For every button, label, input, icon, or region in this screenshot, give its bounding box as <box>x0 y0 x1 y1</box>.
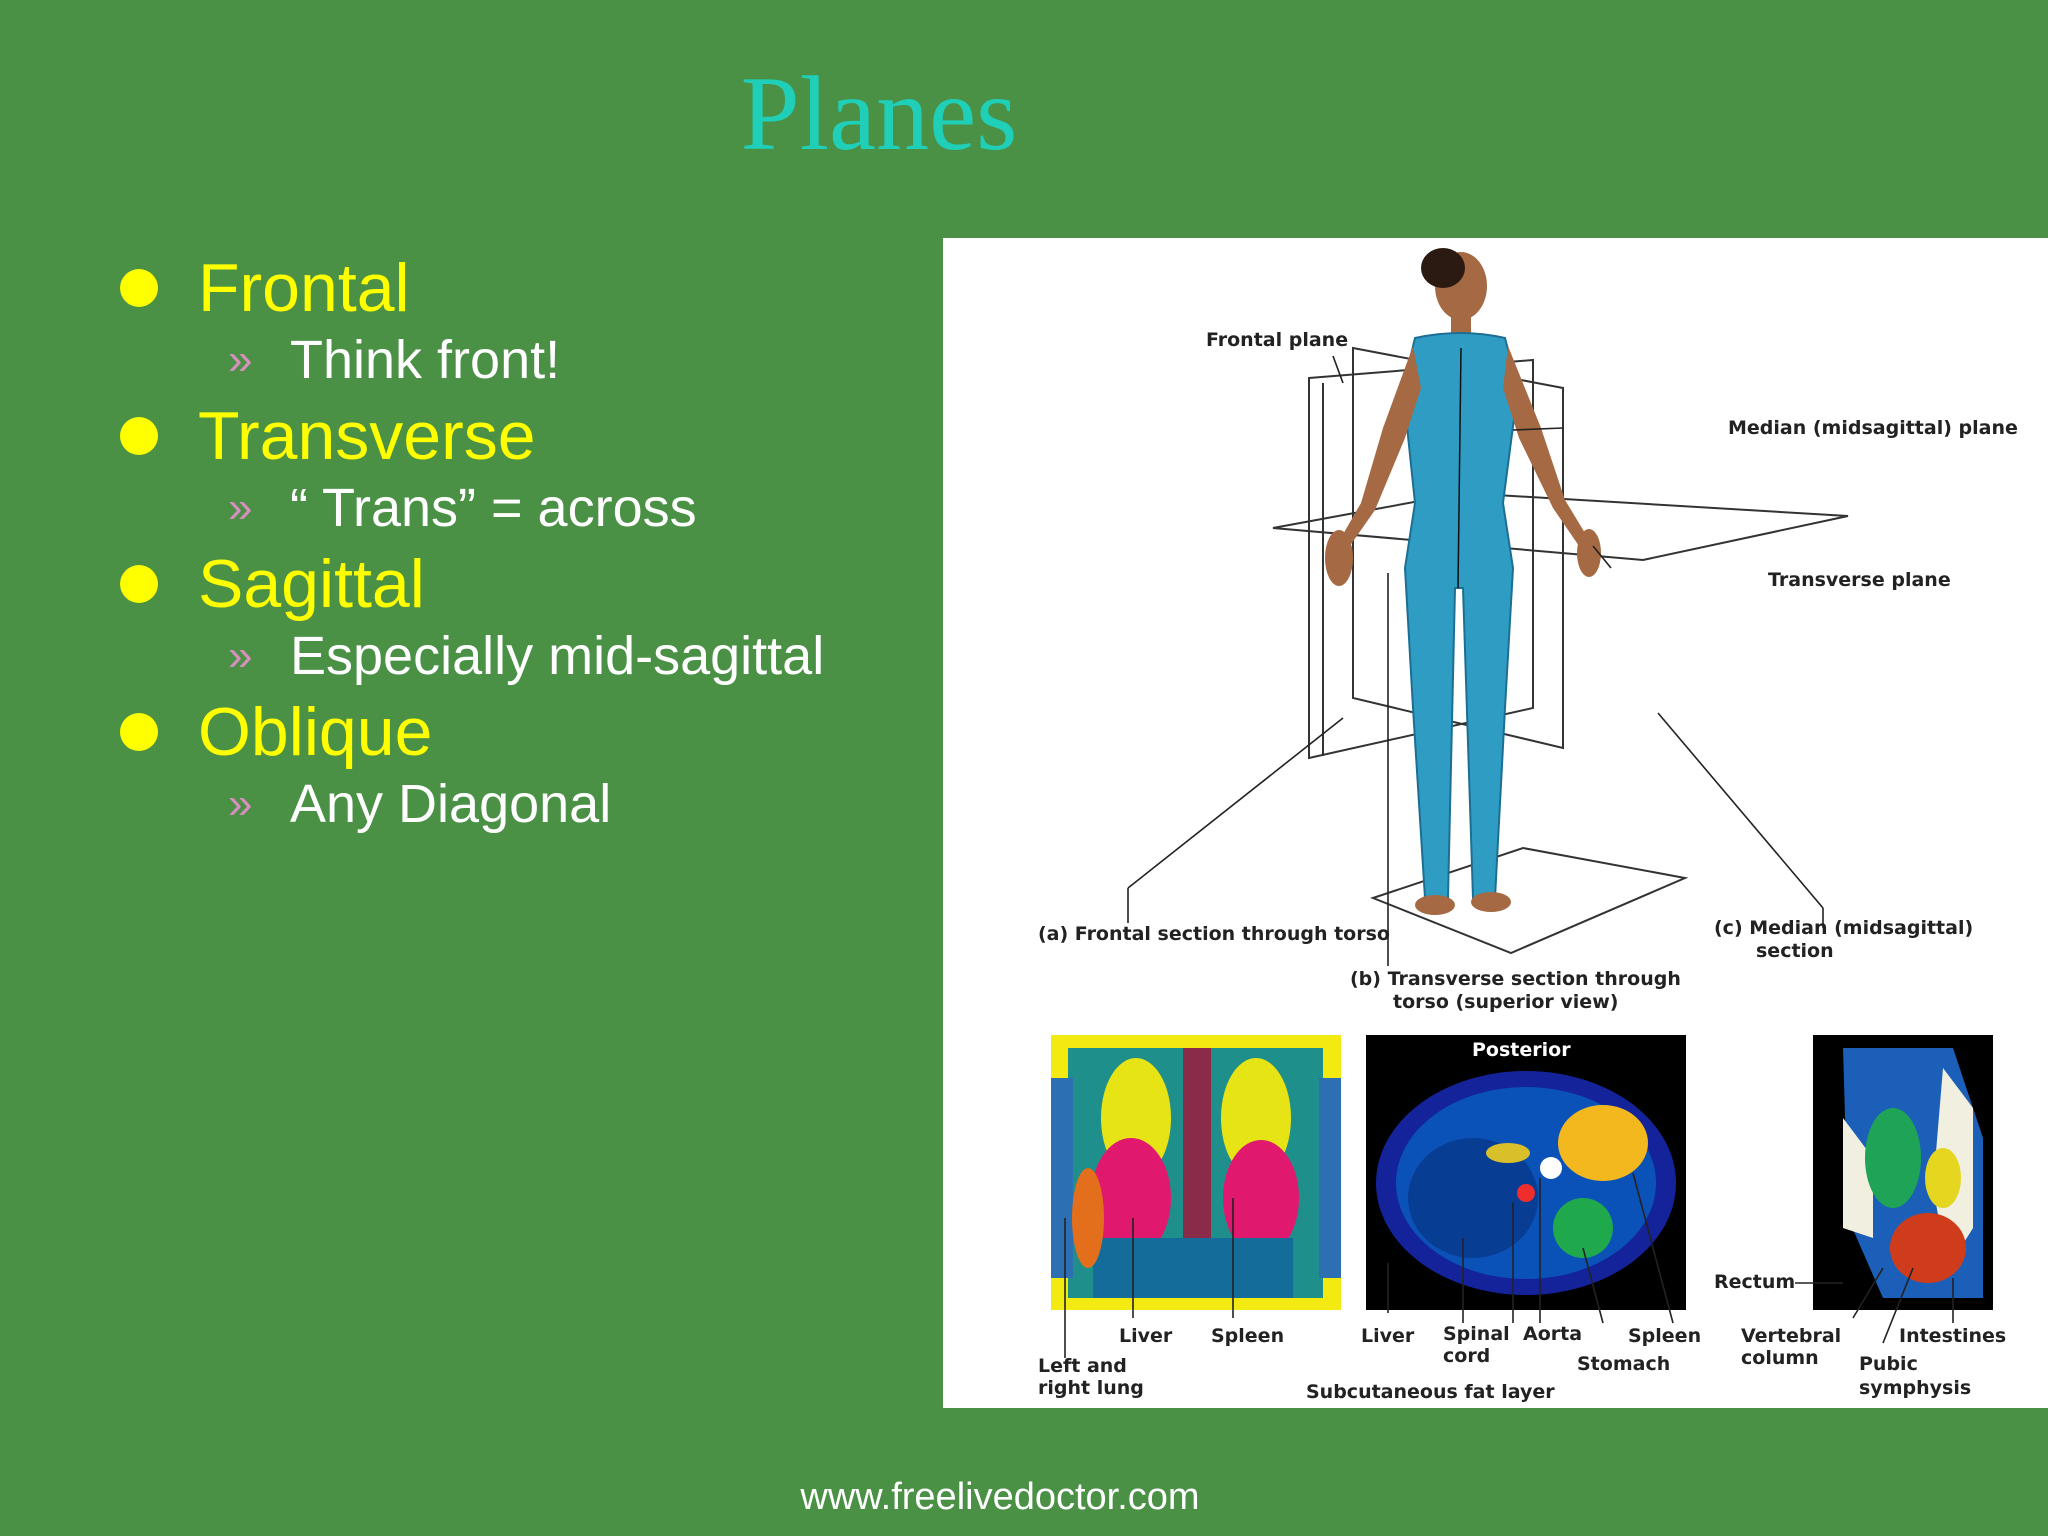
spleen-label-b: Spleen <box>1628 1325 1701 1347</box>
stomach-label: Stomach <box>1577 1353 1670 1375</box>
pubic-symphysis-label-line2: symphysis <box>1859 1377 1971 1399</box>
frontal-scan-image <box>1051 1035 1341 1310</box>
chevron-right-icon: » <box>228 335 253 384</box>
bullet-dot-icon <box>120 565 158 603</box>
median-plane-label: Median (midsagittal) plane <box>1728 417 2018 439</box>
spinal-cord-label-line2: cord <box>1443 1345 1490 1367</box>
bullet-item-sagittal: Sagittal <box>120 546 920 622</box>
aorta-label: Aorta <box>1523 1323 1582 1345</box>
section-c-label-line1: (c) Median (midsagittal) <box>1714 917 1973 939</box>
liver-label-b: Liver <box>1361 1325 1415 1347</box>
lung-label-line1: Left and <box>1038 1355 1127 1377</box>
human-figure <box>1325 248 1601 915</box>
vertebral-column-label-line2: column <box>1741 1347 1819 1369</box>
bullet-item-oblique: Oblique <box>120 694 920 770</box>
bullet-list: Frontal » Think front! Transverse » “ Tr… <box>120 250 920 842</box>
frontal-plane-label: Frontal plane <box>1206 329 1348 351</box>
spinal-cord-label-line1: Spinal <box>1443 1323 1510 1345</box>
posterior-label: Posterior <box>1472 1039 1571 1061</box>
transverse-plane-label: Transverse plane <box>1768 569 1951 591</box>
bullet-label: Sagittal <box>198 546 425 622</box>
bullet-dot-icon <box>120 417 158 455</box>
slide-title: Planes <box>740 55 1018 172</box>
chevron-right-icon: » <box>228 483 253 532</box>
sub-bullet-label: “ Trans” = across <box>290 478 697 538</box>
section-a-label: (a) Frontal section through torso <box>1038 923 1390 945</box>
bullet-label: Transverse <box>198 398 536 474</box>
fat-layer-label: Subcutaneous fat layer <box>1306 1381 1555 1403</box>
bullet-item-transverse: Transverse <box>120 398 920 474</box>
transverse-plane-shape <box>1272 491 1849 562</box>
spleen-label-a: Spleen <box>1211 1325 1284 1347</box>
bullet-dot-icon <box>120 269 158 307</box>
chevron-right-icon: » <box>228 631 253 680</box>
bullet-dot-icon <box>120 713 158 751</box>
bullet-label: Frontal <box>198 250 410 326</box>
sagittal-scan-image <box>1813 1035 1993 1310</box>
chevron-right-icon: » <box>228 779 253 828</box>
rectum-label: Rectum <box>1714 1271 1795 1293</box>
sub-bullet-label: Any Diagonal <box>290 774 612 834</box>
sub-bullet-label: Especially mid-sagittal <box>290 626 825 686</box>
sub-bullet-frontal: » Think front! <box>120 326 920 394</box>
anatomy-figure: Frontal plane Median (midsagittal) plane… <box>943 238 2048 1408</box>
sub-bullet-transverse: » “ Trans” = across <box>120 474 920 542</box>
liver-label-a: Liver <box>1119 1325 1173 1347</box>
bullet-label: Oblique <box>198 694 433 770</box>
vertebral-column-label-line1: Vertebral <box>1741 1325 1841 1347</box>
anatomy-planes-diagram: Frontal plane Median (midsagittal) plane… <box>1038 248 2018 1403</box>
footer-url: www.freelivedoctor.com <box>800 1476 1200 1518</box>
sub-bullet-oblique: » Any Diagonal <box>120 770 920 838</box>
sub-bullet-sagittal: » Especially mid-sagittal <box>120 622 920 690</box>
transverse-scan-image <box>1366 1035 1686 1310</box>
sub-bullet-label: Think front! <box>290 330 561 390</box>
section-b-label-line1: (b) Transverse section through <box>1350 968 1681 990</box>
section-b-label-line2: torso (superior view) <box>1393 991 1618 1013</box>
section-c-label-line2: section <box>1756 940 1834 962</box>
pubic-symphysis-label-line1: Pubic <box>1859 1353 1918 1375</box>
lung-label-line2: right lung <box>1038 1377 1144 1399</box>
bullet-item-frontal: Frontal <box>120 250 920 326</box>
intestines-label: Intestines <box>1899 1325 2006 1347</box>
